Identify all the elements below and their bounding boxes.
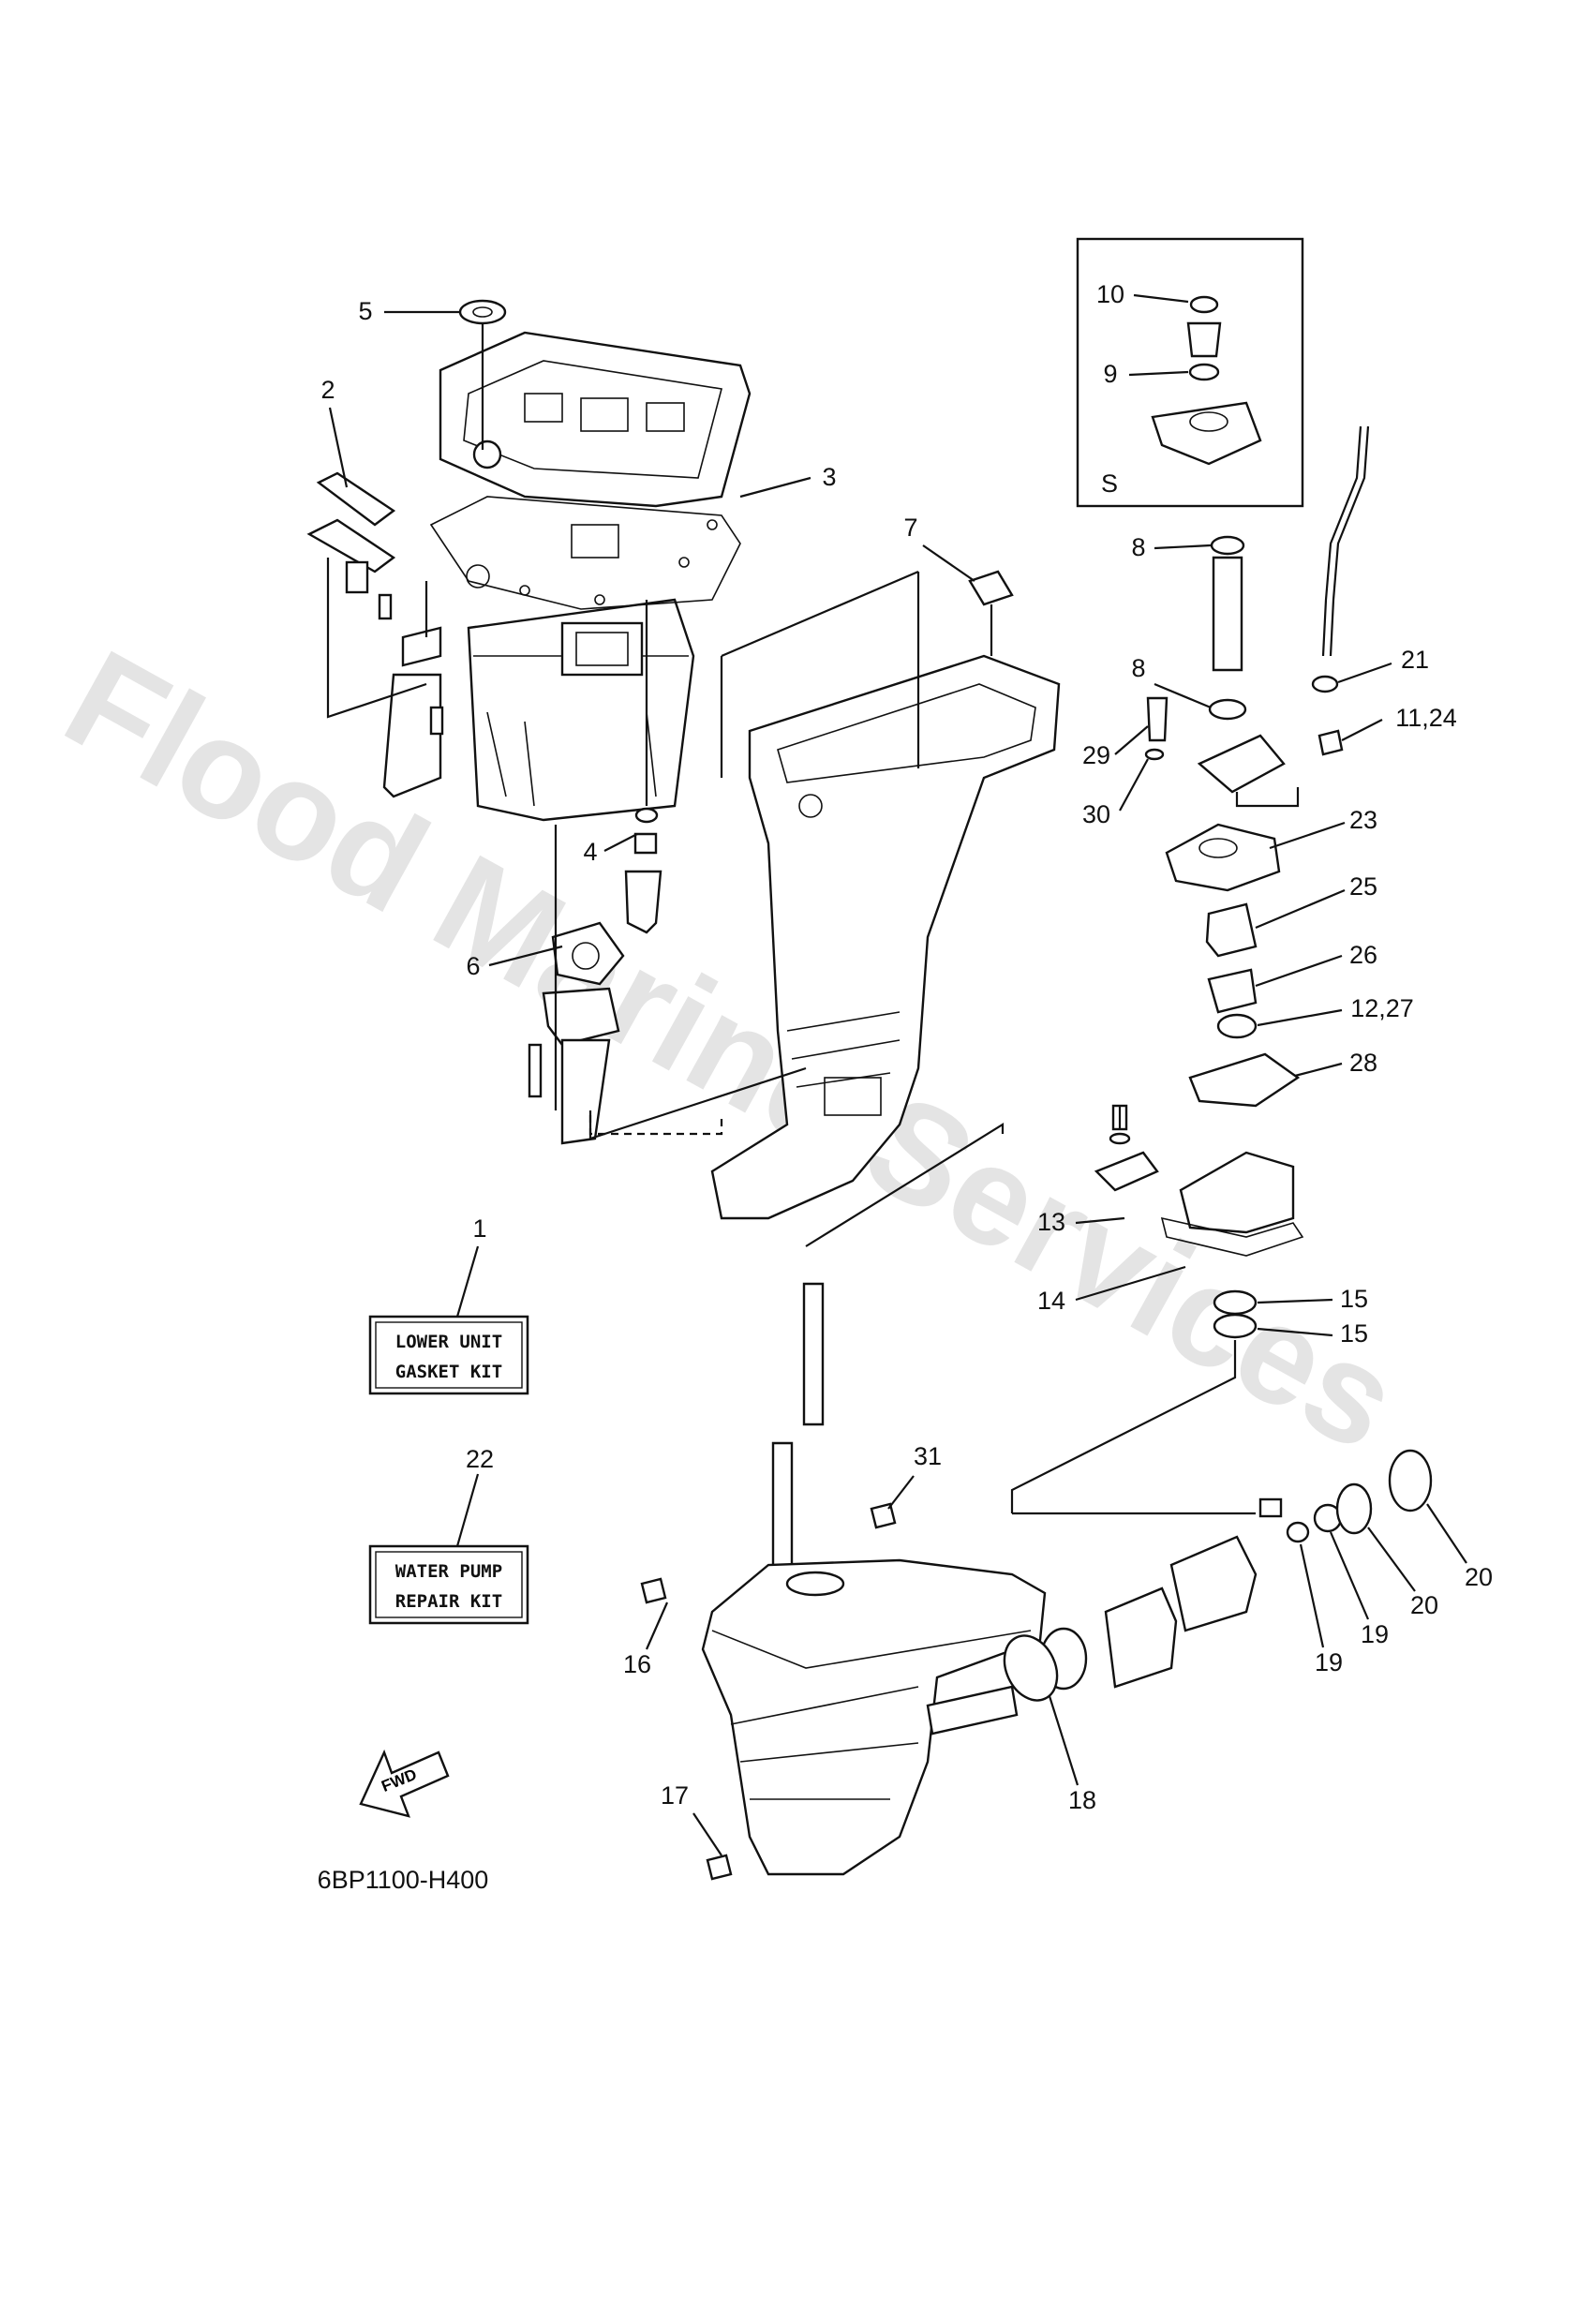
water-tube-pump	[1212, 556, 1243, 672]
o-ring-8-bottom	[1208, 698, 1247, 721]
callout-20-b: 20	[1465, 1563, 1493, 1591]
o-ring-20-b	[1388, 1449, 1433, 1512]
callout-25: 25	[1349, 872, 1377, 901]
kit-line-2: REPAIR KIT	[395, 1591, 502, 1612]
o-ring-8-top	[1210, 535, 1245, 556]
callout-8-top: 8	[1131, 533, 1145, 561]
callout-26: 26	[1349, 941, 1377, 969]
callout-7: 7	[903, 514, 917, 542]
gasket-6	[528, 921, 625, 1145]
callout-23: 23	[1349, 806, 1377, 834]
pump-housing-inset	[1151, 401, 1262, 466]
bolt-29	[1146, 696, 1169, 742]
pump-base-assembly	[1094, 1104, 1304, 1339]
callout-19-b: 19	[1361, 1620, 1389, 1648]
callout-30: 30	[1082, 800, 1110, 828]
bushing-inset	[1186, 321, 1222, 358]
seal-31	[870, 1502, 897, 1529]
drive-shaft	[771, 1282, 825, 1576]
callout-1: 1	[472, 1214, 486, 1243]
callout-13: 13	[1037, 1208, 1065, 1236]
upper-casing-cover	[439, 331, 752, 508]
callout-20-a: 20	[1410, 1591, 1438, 1619]
o-ring-20-a	[1335, 1482, 1373, 1535]
callout-5: 5	[358, 297, 372, 325]
insert-cartridge	[1197, 734, 1286, 794]
callout-4: 4	[583, 838, 597, 866]
water-hose	[1321, 425, 1362, 657]
kit-line-1: LOWER UNIT	[395, 1332, 502, 1352]
callout-18: 18	[1068, 1786, 1096, 1814]
watermark: Flood Marine Services	[41, 619, 1422, 1481]
o-ring-18	[1003, 1634, 1059, 1702]
water-pump-repair-kit-box: WATER PUMP REPAIR KIT	[368, 1544, 529, 1625]
callout-28: 28	[1349, 1049, 1377, 1077]
callout-14: 14	[1037, 1287, 1065, 1315]
callout-16: 16	[623, 1650, 651, 1678]
fwd-arrow-icon: FWD	[359, 1749, 450, 1818]
water-tube-4	[624, 807, 662, 934]
callouts: 5 2 3 4 6 7 10 9 8 8 21 11,24 29 30 23 2…	[320, 280, 1493, 1856]
callout-6: 6	[466, 952, 480, 980]
anode-7	[968, 570, 1014, 606]
insert-25	[1205, 902, 1258, 958]
lower-unit-gasket-kit-box: LOWER UNIT GASKET KIT	[368, 1315, 529, 1395]
callout-2: 2	[320, 376, 335, 404]
callout-31: 31	[914, 1442, 942, 1470]
impeller-26	[1207, 968, 1258, 1014]
callout-29: 29	[1082, 741, 1110, 769]
callout-12-27: 12,27	[1350, 994, 1414, 1022]
oil-pan	[467, 598, 695, 822]
callout-21: 21	[1401, 646, 1429, 674]
plate-2	[306, 471, 444, 798]
callout-3: 3	[822, 463, 836, 491]
optional-parts-inset	[1076, 237, 1304, 508]
callout-9: 9	[1103, 360, 1117, 388]
callout-17: 17	[661, 1781, 689, 1810]
callout-10: 10	[1096, 280, 1124, 308]
callout-15-b: 15	[1340, 1319, 1368, 1348]
o-ring-10	[1189, 295, 1219, 314]
diagram-code: 6BP1100-H400	[318, 1866, 489, 1894]
callout-11-24: 11,24	[1395, 704, 1457, 732]
callout-8-bottom: 8	[1131, 654, 1145, 682]
o-ring-12-27	[1216, 1013, 1258, 1039]
kit-line-2: GASKET KIT	[395, 1362, 502, 1382]
grommet-21	[1311, 675, 1339, 693]
bolt-17	[706, 1854, 733, 1881]
propeller-shaft-parts	[1039, 1497, 1343, 1691]
kit-line-1: WATER PUMP	[395, 1561, 502, 1582]
washer-30	[1144, 748, 1165, 761]
drive-shaft-housing	[710, 654, 1061, 1220]
callout-22: 22	[466, 1445, 494, 1473]
callout-19-a: 19	[1315, 1648, 1343, 1676]
gearcase	[701, 1558, 1047, 1876]
o-ring-9	[1188, 363, 1220, 381]
bolt-16	[640, 1577, 667, 1604]
plate-28	[1188, 1052, 1301, 1108]
seal-5	[458, 299, 507, 325]
inset-label: S	[1101, 469, 1118, 498]
holder-11-24	[1317, 729, 1344, 756]
callout-15-a: 15	[1340, 1285, 1368, 1313]
exhaust-gasket	[429, 496, 741, 610]
